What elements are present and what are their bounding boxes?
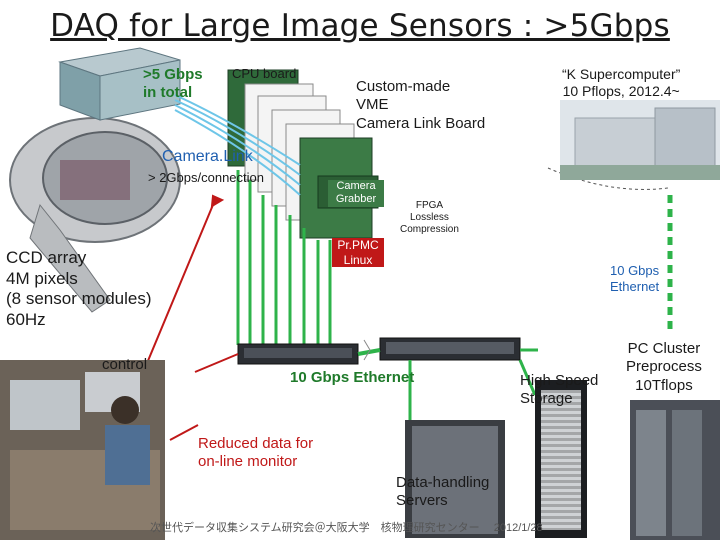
storage-label: High Speed Storage — [520, 372, 599, 408]
control-label: control — [102, 356, 148, 373]
k-supercomputer-label: “K Supercomputer” 10 Pflops, 2012.4~ — [562, 66, 681, 100]
fpga-label: FPGA Lossless Compression — [400, 200, 459, 237]
cpu-board-label: CPU board — [232, 66, 297, 81]
per-connection-label: > 2Gbps/connection — [148, 170, 264, 185]
slide-title: DAQ for Large Image Sensors : >5Gbps — [50, 8, 670, 44]
custom-board-label: Custom-made VME Camera Link Board — [356, 78, 486, 132]
switch-to-servers-links — [408, 348, 538, 420]
ccd-array-label: CCD array 4M pixels (8 sensor modules) 6… — [6, 248, 152, 330]
pc-cluster-label: PC Cluster Preprocess 10Tflops — [626, 340, 702, 394]
footer-text: 次世代データ収集システム研究会＠大阪大学 核物理研究センター 2012/1/28 — [150, 522, 543, 534]
reduced-data-label: Reduced data for on-line monitor — [198, 435, 314, 471]
camera-dewar — [9, 47, 181, 313]
camera-grabber-label: Camera Grabber — [328, 180, 384, 207]
cpu-board-stack — [227, 69, 379, 239]
ethernet-10g-mid-label: 10 Gbps Ethernet — [290, 369, 415, 386]
prpmc-label: Pr.PMC Linux — [332, 238, 384, 268]
supercomputer-building — [560, 100, 720, 180]
ethernet-10g-right-label: 10 Gbps Ethernet — [610, 263, 660, 294]
board-to-switch-links — [236, 170, 332, 345]
total-rate-label: >5 Gbps in total — [143, 66, 203, 102]
camera-link-label: Camera.Link — [162, 148, 253, 165]
servers-label: Data-handling Servers — [396, 474, 490, 510]
camera-link-cables — [174, 94, 301, 196]
